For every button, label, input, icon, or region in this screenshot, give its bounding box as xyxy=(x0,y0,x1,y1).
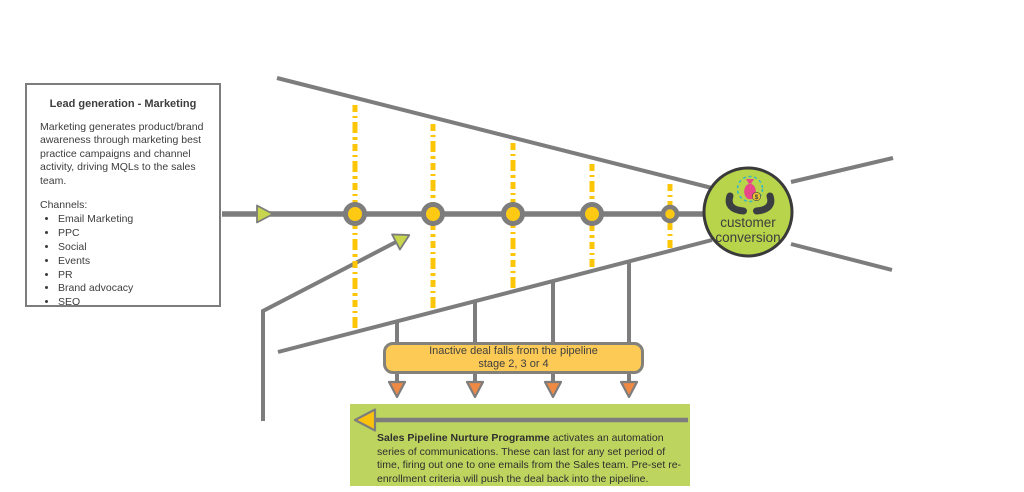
money-bag-icon xyxy=(746,179,754,184)
channel-item: Brand advocacy xyxy=(58,282,219,296)
channel-item: Events xyxy=(58,255,219,269)
hands-holding-money-bag-icon: $ xyxy=(725,175,775,215)
inactive-line2: stage 2, 3 or 4 xyxy=(478,358,549,370)
right-hand-icon xyxy=(753,192,775,215)
exit-top-line xyxy=(790,156,894,184)
drop-arrow-icon xyxy=(387,380,407,399)
channel-item: PR xyxy=(58,269,219,283)
stage-node xyxy=(421,202,445,226)
inactive-line1: Inactive deal falls from the pipeline xyxy=(429,344,598,357)
lead-box-body: Marketing generates product/brand awaren… xyxy=(40,121,204,187)
dollar-sign: $ xyxy=(755,194,759,201)
nurture-text: Sales Pipeline Nurture Programme activat… xyxy=(377,432,682,487)
channel-item: SEO xyxy=(58,296,219,310)
stage-node xyxy=(501,202,525,226)
nurture-arrow-icon xyxy=(353,408,377,432)
drop-arrow-icon xyxy=(619,380,639,399)
stage-node xyxy=(660,204,680,224)
pipeline-start-arrow-icon xyxy=(256,204,274,224)
customer-conversion-circle xyxy=(702,166,794,258)
nurture-programme-box: Sales Pipeline Nurture Programme activat… xyxy=(350,404,690,486)
drop-arrow-icon xyxy=(543,380,563,399)
stage-node xyxy=(580,202,604,226)
nurture-bold-lead: Sales Pipeline Nurture Programme xyxy=(377,432,550,444)
nurture-rest: activates an automation series of commun… xyxy=(377,432,682,485)
funnel-bottom-line xyxy=(277,238,713,354)
channels-label: Channels: xyxy=(40,199,88,212)
channel-item: Email Marketing xyxy=(58,213,219,227)
stage-node xyxy=(343,202,367,226)
lead-generation-box: Lead generation - Marketing Marketing ge… xyxy=(25,83,221,310)
channel-item: Social xyxy=(58,241,219,255)
conversion-label-line2: conversion xyxy=(715,230,780,245)
funnel-top-line xyxy=(276,76,713,190)
drop-arrow-icon xyxy=(465,380,485,399)
inactive-deal-box: Inactive deal falls from the pipeline st… xyxy=(383,342,644,374)
exit-bottom-line xyxy=(790,242,893,272)
return-arrow-icon xyxy=(391,233,411,251)
coin-icon xyxy=(751,192,761,202)
reenrollment-return-line xyxy=(261,240,397,421)
left-hand-icon xyxy=(725,192,747,215)
conversion-label-line1: customer xyxy=(720,215,776,230)
icon-dashed-ring xyxy=(736,175,764,203)
lead-box-title: Lead generation - Marketing xyxy=(49,98,197,110)
channels-list: Email Marketing PPC Social Events PR Bra… xyxy=(27,213,219,310)
channel-item: PPC xyxy=(58,227,219,241)
